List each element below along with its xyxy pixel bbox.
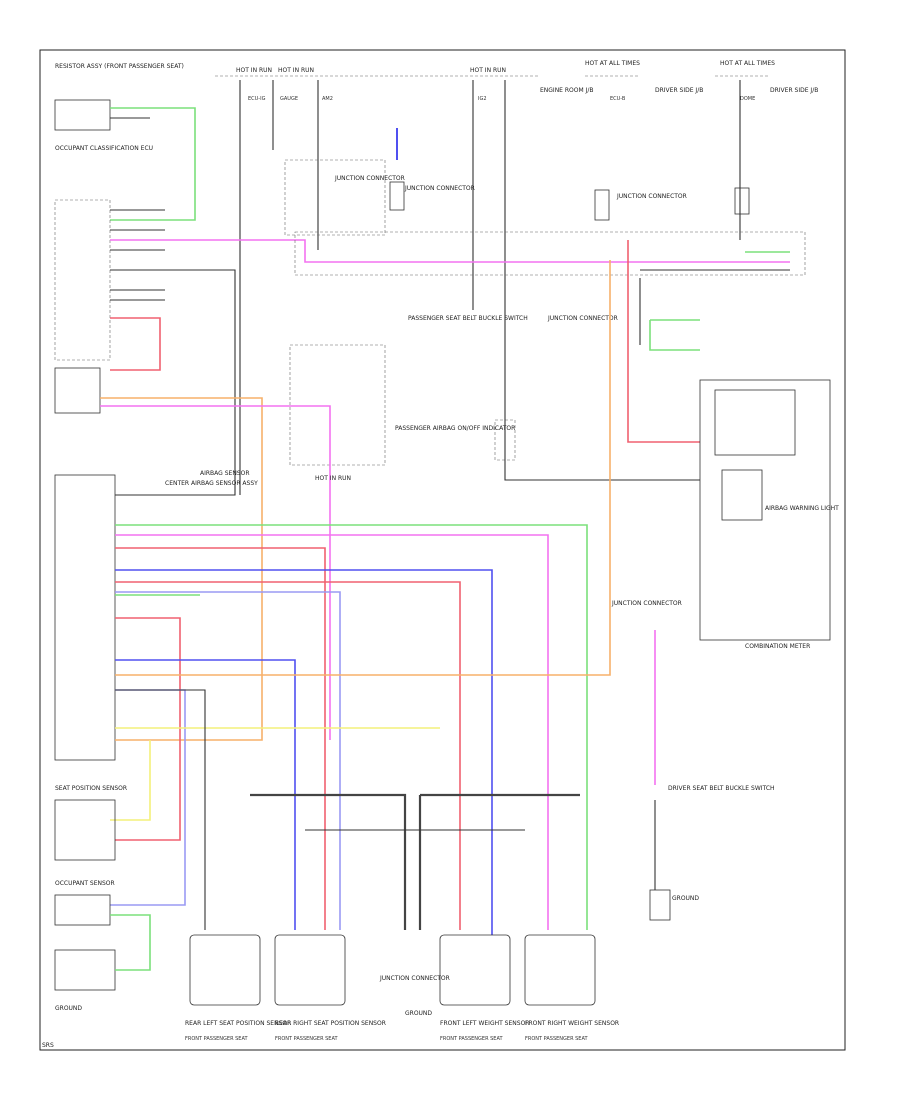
wire-pink-top: [110, 239, 790, 263]
wire-pink-left: [100, 405, 331, 740]
label-passenger-airbag-on-off: PASSENGER AIRBAG ON/OFF INDICATOR: [395, 425, 515, 432]
label-occupant-classification: OCCUPANT CLASSIFICATION ECU: [55, 145, 153, 152]
sensor-fl-box: [439, 934, 511, 1006]
label-passenger-seat-belt: PASSENGER SEAT BELT BUCKLE SWITCH: [408, 315, 528, 322]
label-hot-at-all-times-1: HOT AT ALL TIMES: [585, 60, 640, 67]
wire-orange-lower: [115, 260, 611, 676]
seat-belt-switch-box: [54, 367, 101, 414]
seat-position-sensor-box: [54, 799, 116, 861]
wire-red-right: [627, 240, 700, 443]
label-center-airbag-sensor: CENTER AIRBAG SENSOR ASSY: [165, 480, 258, 487]
wire-red-lower: [115, 617, 181, 841]
passenger-switch-box: [289, 344, 386, 466]
label-fuse-6: DOME: [740, 96, 755, 102]
label-top-left-component: RESISTOR ASSY (FRONT PASSENGER SEAT): [55, 63, 184, 70]
buckle-left-box: [54, 949, 116, 991]
label-hot-run-1: HOT IN RUN: [236, 67, 272, 74]
label-center-junction: JUNCTION CONNECTOR: [379, 975, 450, 982]
label-junction-connector-2: JUNCTION CONNECTOR: [404, 185, 475, 192]
label-airbag-sensor: AIRBAG SENSOR: [200, 470, 250, 477]
meter-lamp-box: [721, 469, 763, 521]
sensor-fr-box: [524, 934, 596, 1006]
label-hot-run-3: HOT IN RUN: [470, 67, 506, 74]
label-airbag-indicator: AIRBAG WARNING LIGHT: [765, 505, 839, 512]
junction-connector-box-2: [389, 181, 405, 211]
footer-label: SRS: [42, 1042, 54, 1049]
diagram-frame: [39, 49, 846, 1051]
wire-red-mid: [115, 547, 326, 930]
label-sensor-fl: FRONT LEFT WEIGHT SENSOR: [440, 1020, 529, 1027]
label-sensor-caption-3: FRONT PASSENGER SEAT: [440, 1036, 503, 1042]
wire-orange-left: [100, 397, 263, 741]
label-engine-room: ENGINE ROOM J/B: [540, 87, 594, 94]
label-sensor-caption-4: FRONT PASSENGER SEAT: [525, 1036, 588, 1042]
bus-box-dashed: [294, 231, 806, 276]
junction-connector-box-3: [594, 189, 610, 221]
label-fuse-1: ECU-IG: [248, 96, 266, 102]
junction-connector-box-4: [734, 187, 750, 215]
label-occupant-sensor-left: OCCUPANT SENSOR: [55, 880, 115, 887]
label-sensor-caption-2: FRONT PASSENGER SEAT: [275, 1036, 338, 1042]
label-junction-connector-4: JUNCTION CONNECTOR: [547, 315, 618, 322]
wire-blue-mid: [115, 569, 493, 935]
occupant-sensor-left-box: [54, 894, 111, 926]
resistor-box: [54, 99, 111, 131]
wire-blue-lower: [115, 659, 296, 930]
wire-green-mid: [115, 524, 588, 930]
sensor-rr-box: [274, 934, 346, 1006]
ground-right-box: [649, 889, 671, 921]
label-driver-seat-belt: DRIVER SEAT BELT BUCKLE SWITCH: [668, 785, 775, 792]
label-junction-connector-3: JUNCTION CONNECTOR: [616, 193, 687, 200]
wire-green-bottom-left: [110, 914, 151, 971]
label-hot-run-4: HOT IN RUN: [315, 475, 351, 482]
label-junction-connector-1: JUNCTION CONNECTOR: [334, 175, 405, 182]
label-driver-side-jb: DRIVER SIDE J/B: [655, 87, 703, 94]
wire-black-right: [639, 269, 790, 345]
label-junction-connector-mid: JUNCTION CONNECTOR: [611, 600, 682, 607]
wire-black-lower: [115, 689, 206, 930]
label-fuse-2: GAUGE: [280, 96, 298, 102]
wire-lightblue-lower: [110, 689, 186, 906]
center-airbag-sensor-box: [54, 474, 116, 761]
meter-inner-box: [714, 389, 796, 456]
wire-black-group: [110, 209, 236, 496]
label-sensor-rl: REAR LEFT SEAT POSITION SENSOR: [185, 1020, 291, 1027]
label-fuse-3: AM2: [322, 96, 333, 102]
label-sensor-caption-1: FRONT PASSENGER SEAT: [185, 1036, 248, 1042]
label-hot-run-2: HOT IN RUN: [278, 67, 314, 74]
bus-left: [250, 793, 407, 930]
wire-lightblue-mid: [115, 591, 341, 930]
wire-green-1: [110, 107, 196, 221]
wire-black-meter: [504, 310, 700, 481]
wire-red-mid-2: [115, 581, 461, 930]
wire-green-meter: [649, 319, 700, 351]
label-fuse-4: IG2: [478, 96, 487, 102]
label-sensor-fr: FRONT RIGHT WEIGHT SENSOR: [525, 1020, 619, 1027]
combination-meter-box: [699, 379, 831, 641]
sensor-rl-box: [189, 934, 261, 1006]
wire-pink-mid: [115, 534, 549, 930]
label-combination-meter: COMBINATION METER: [745, 643, 810, 650]
switch-box-top: [284, 159, 386, 236]
label-hot-at-all-times-2: HOT AT ALL TIMES: [720, 60, 775, 67]
wire-yellow-down: [110, 740, 151, 821]
label-sensor-rr: REAR RIGHT SEAT POSITION SENSOR: [275, 1020, 386, 1027]
connector-block-left: [54, 199, 111, 361]
label-fuse-5: ECU-B: [610, 96, 626, 102]
wire-red-small: [110, 317, 161, 371]
label-ground-2: GROUND: [55, 1005, 82, 1012]
label-driver-side-jb-2: DRIVER SIDE J/B: [770, 87, 818, 94]
label-seat-position-sensor: SEAT POSITION SENSOR: [55, 785, 127, 792]
label-ground-3: GROUND: [405, 1010, 432, 1017]
label-ground-1: GROUND: [672, 895, 699, 902]
